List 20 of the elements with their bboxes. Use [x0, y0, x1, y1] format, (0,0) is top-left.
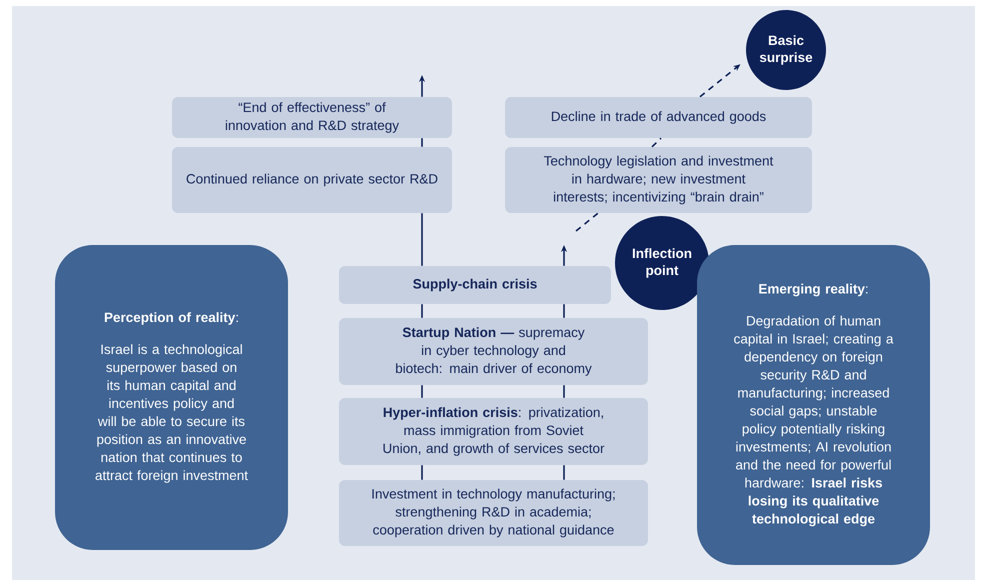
reality-panel: Emerging reality: Degradation of human capital in Israel; creating a dependency on foreign security R&D and manufacturing; increased social gaps; unstable policy potentially risking investments; AI revolution and the need for powerful hardware: Israel risks losing its qualitative technological edge [697, 245, 930, 565]
event-box: Decline in trade of advanced goods [505, 97, 812, 138]
event-box: Continued reliance on private sector R&D [172, 147, 452, 213]
event-box: Startup Nation — supremacy in cyber technology and biotech: main driver of economy [339, 318, 648, 385]
connector [563, 465, 565, 480]
event-box: Supply-chain crisis [339, 266, 611, 304]
connector [651, 138, 662, 148]
event-box: Hyper-inflation crisis: privatization, mass immigration from Soviet Union, and growth of services sector [339, 398, 648, 465]
event-box: Technology legislation and investment in hardware; new investment interests; incentivizing “brain drain” [505, 147, 812, 213]
reality-panel: Perception of reality: Israel is a technological superpower based on its human capital and incentives policy and will be able to secure its position as an innovative nation that continues to attract foreign investment [55, 245, 288, 550]
connector [563, 385, 565, 398]
connector [421, 304, 423, 318]
connector [421, 138, 423, 147]
connector [421, 385, 423, 398]
connector [576, 212, 599, 232]
connector [421, 213, 423, 266]
connector [563, 304, 565, 318]
event-box: Investment in technology manufacturing; strengthening R&D in academia; cooperation driven by national guidance [339, 480, 648, 546]
connector [421, 465, 423, 480]
event-box: “End of effectiveness” of innovation and R&D strategy [172, 97, 452, 138]
